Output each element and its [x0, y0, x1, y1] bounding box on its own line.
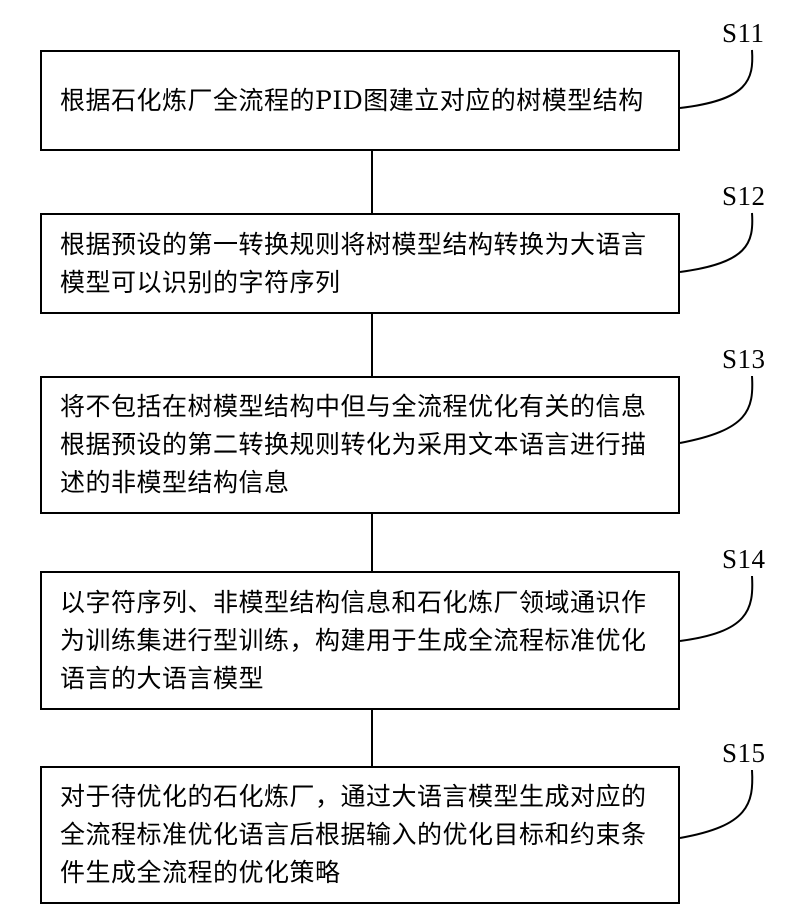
- step-box-s15: 对于待优化的石化炼厂，通过大语言模型生成对应的全流程标准优化语言后根据输入的优化…: [40, 766, 680, 904]
- step-label-s12: S12: [722, 181, 766, 212]
- step-text-s14: 以字符序列、非模型结构信息和石化炼厂领域通识作为训练集进行型训练，构建用于生成全…: [60, 584, 660, 698]
- leader-s13: [680, 376, 752, 443]
- step-box-s13: 将不包括在树模型结构中但与全流程优化有关的信息根据预设的第二转换规则转化为采用文…: [40, 376, 680, 514]
- step-label-s11: S11: [722, 18, 765, 49]
- step-box-s14: 以字符序列、非模型结构信息和石化炼厂领域通识作为训练集进行型训练，构建用于生成全…: [40, 571, 680, 710]
- step-text-s11: 根据石化炼厂全流程的PID图建立对应的树模型结构: [60, 82, 660, 120]
- leader-s14: [680, 576, 752, 641]
- step-label-s14: S14: [722, 544, 766, 575]
- step-label-s13: S13: [722, 344, 766, 375]
- step-label-s15: S15: [722, 738, 766, 769]
- step-text-s12: 根据预设的第一转换规则将树模型结构转换为大语言模型可以识别的字符序列: [60, 226, 660, 302]
- leader-s15: [680, 770, 752, 838]
- step-box-s12: 根据预设的第一转换规则将树模型结构转换为大语言模型可以识别的字符序列: [40, 213, 680, 314]
- step-text-s15: 对于待优化的石化炼厂，通过大语言模型生成对应的全流程标准优化语言后根据输入的优化…: [60, 778, 660, 892]
- leader-s12: [680, 213, 752, 272]
- step-text-s13: 将不包括在树模型结构中但与全流程优化有关的信息根据预设的第二转换规则转化为采用文…: [60, 388, 660, 502]
- leader-s11: [680, 50, 752, 108]
- step-box-s11: 根据石化炼厂全流程的PID图建立对应的树模型结构: [40, 50, 680, 151]
